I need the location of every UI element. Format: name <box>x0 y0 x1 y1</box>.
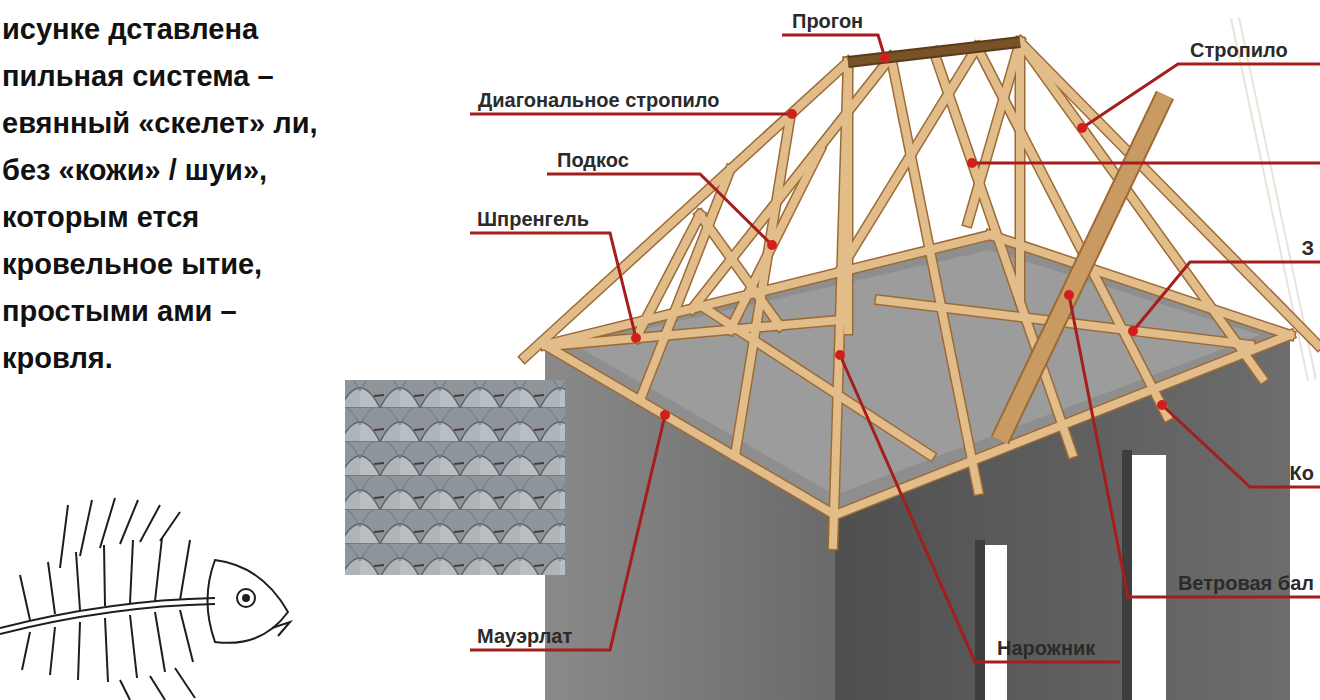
ridge-purlin <box>848 42 1020 62</box>
part-label: Прогон <box>792 9 863 33</box>
leader-line <box>470 415 665 650</box>
part-label: Диагональное стропило <box>478 88 720 112</box>
leader-line <box>1082 64 1320 128</box>
wind-brace <box>1000 95 1165 440</box>
leader-dot <box>835 350 845 360</box>
fish-scales-photo <box>345 380 565 575</box>
part-label: З <box>1301 236 1314 260</box>
window-opening <box>1132 455 1166 700</box>
part-label: Стропило <box>1190 38 1288 62</box>
part-label: Ко <box>1290 461 1314 485</box>
leader-line <box>1069 295 1320 597</box>
leader-line <box>972 162 1320 165</box>
leader-line <box>1133 262 1320 331</box>
leader-line <box>470 113 792 116</box>
leader-dot <box>967 158 977 168</box>
part-label: Подкос <box>557 148 629 172</box>
leader-dot <box>767 240 777 250</box>
leader-line <box>470 233 636 338</box>
window-opening <box>985 545 1007 700</box>
leader-dot <box>787 109 797 119</box>
leader-line <box>1162 405 1320 487</box>
intro-text: исунке дставлена пильная система – евянн… <box>2 6 347 382</box>
leader-lines <box>470 35 1320 662</box>
leader-dot <box>1128 326 1138 336</box>
part-label: Нарожник <box>997 636 1095 660</box>
leader-line <box>782 35 885 58</box>
leader-dot <box>660 410 670 420</box>
leader-dot <box>631 333 641 343</box>
part-label: Мауэрлат <box>477 624 572 648</box>
leader-line <box>840 355 1120 662</box>
ridge-purlin <box>848 42 1020 62</box>
leader-dot <box>1157 400 1167 410</box>
leader-dot <box>1064 290 1074 300</box>
part-label: Шпренгель <box>477 207 589 231</box>
wind-brace <box>1000 95 1165 440</box>
fish-skeleton <box>0 498 290 700</box>
window-reveal <box>975 540 985 700</box>
part-label: Ветровая бал <box>1178 571 1314 595</box>
leader-dot <box>880 53 890 63</box>
leader-dot <box>1077 123 1087 133</box>
timber-outline <box>525 42 1318 545</box>
timber-frame <box>525 42 1318 545</box>
